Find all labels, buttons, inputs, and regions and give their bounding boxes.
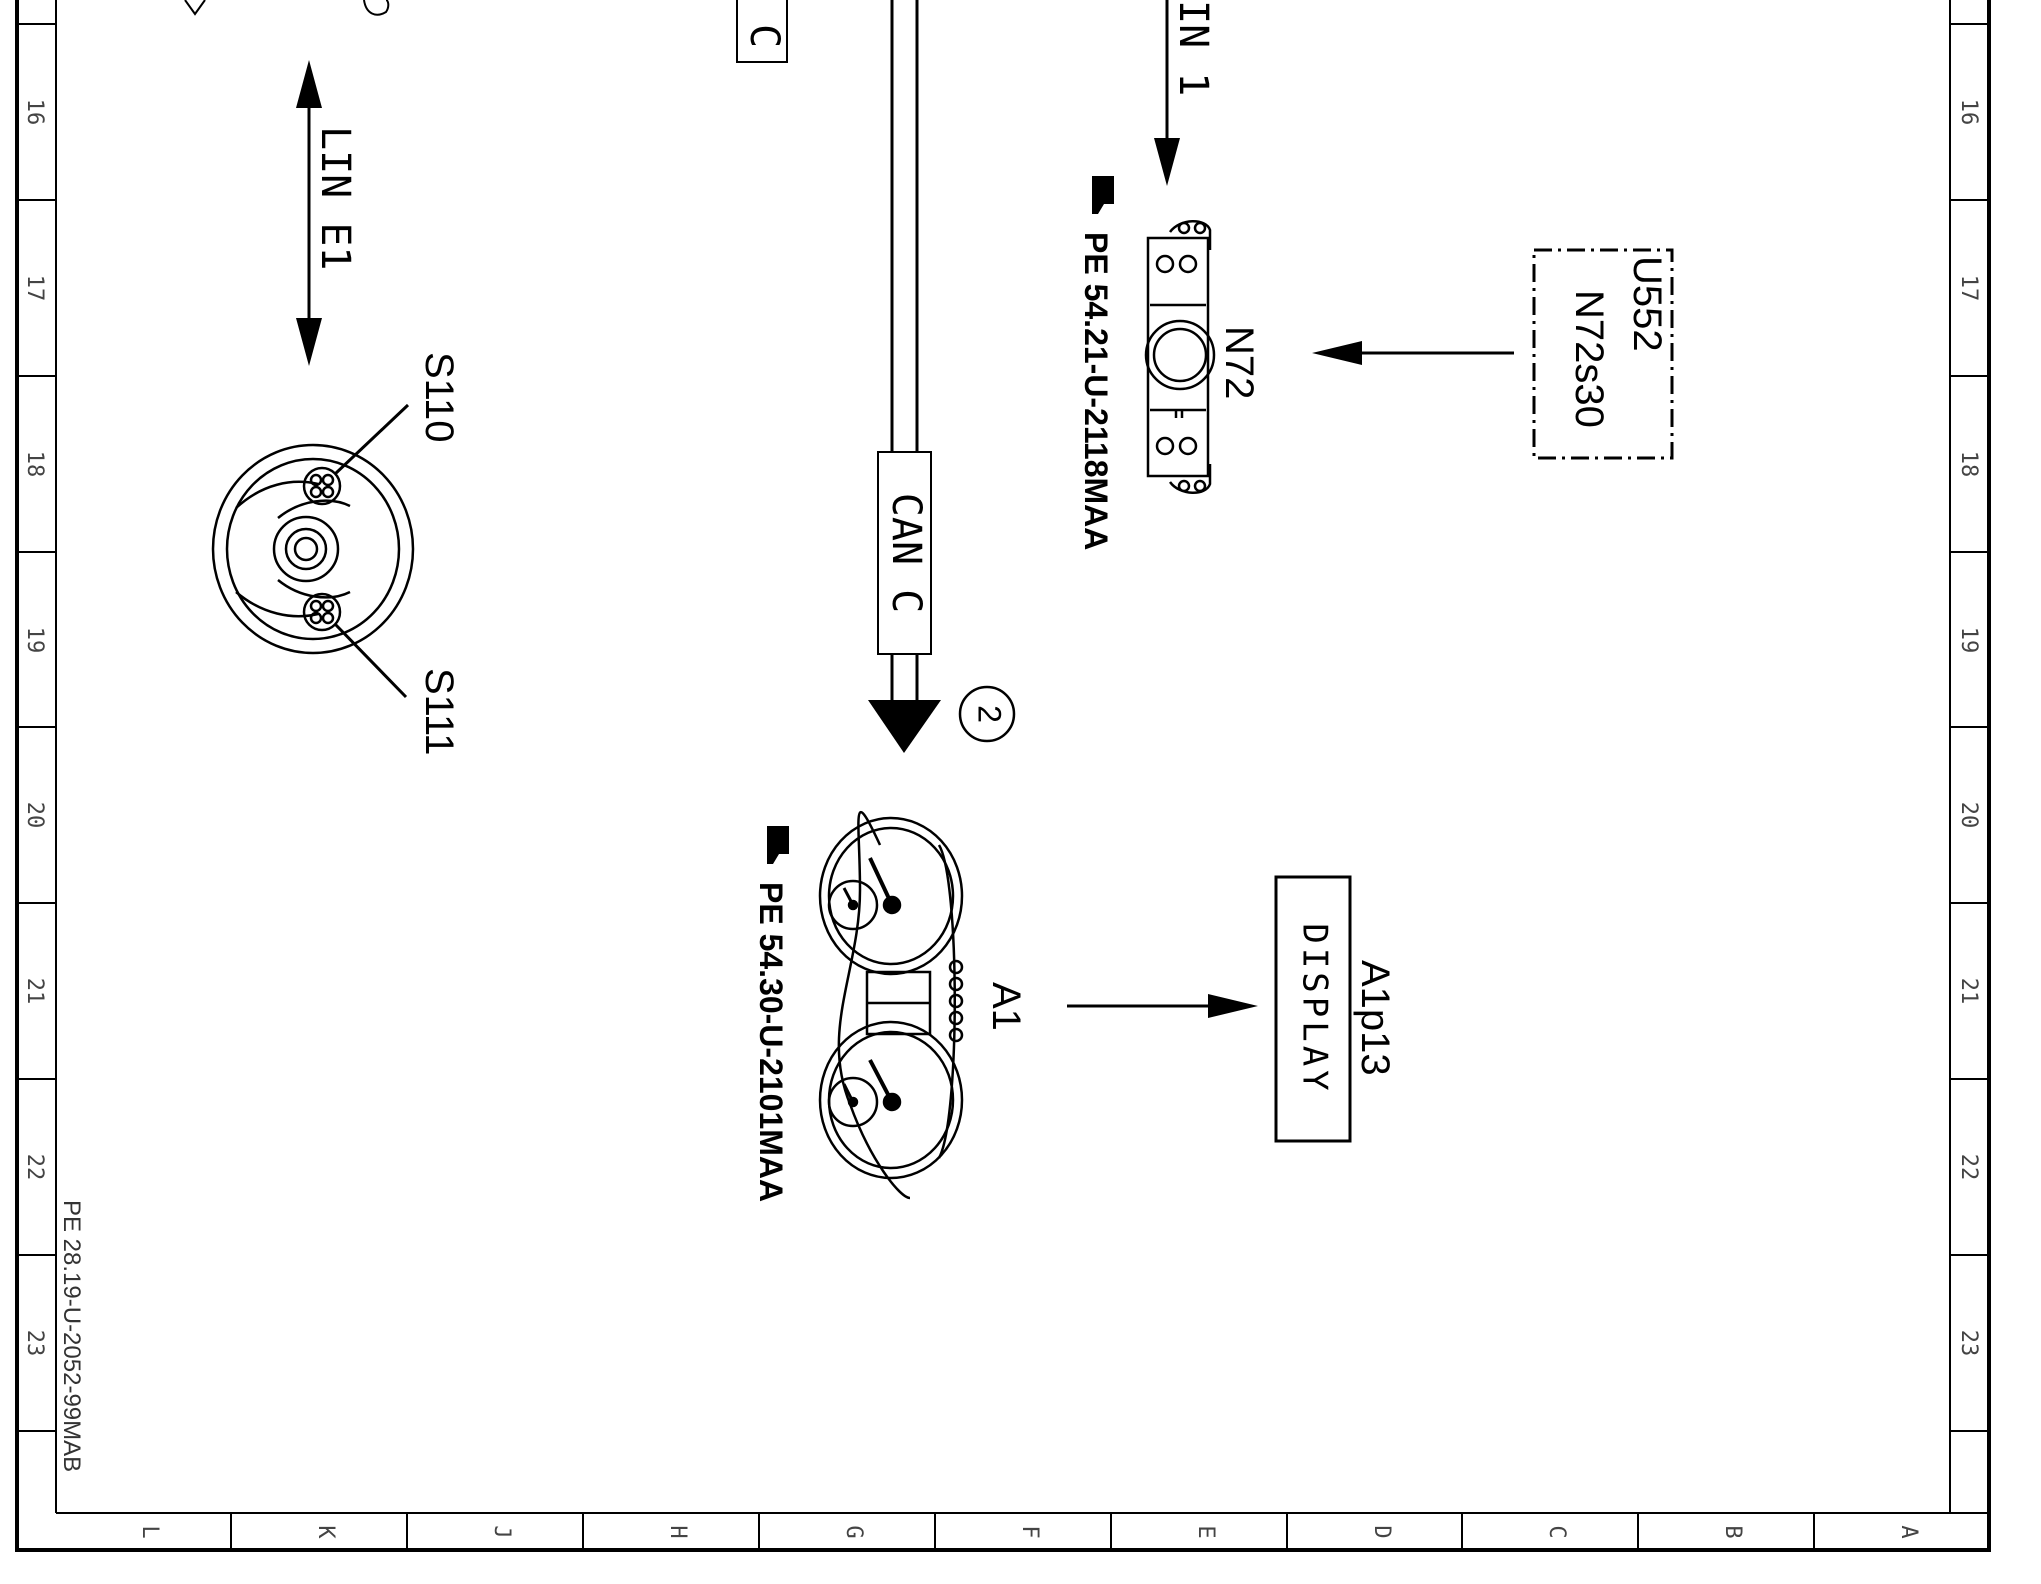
a1-instrument-cluster <box>818 810 964 1200</box>
drawing-frame <box>15 0 1991 1552</box>
column-labels: L K J H G F E D C B A <box>137 1525 1921 1539</box>
s111-label: S111 <box>417 668 461 755</box>
display-label: DISPLAY <box>1295 923 1335 1094</box>
s110-label: S110 <box>417 352 461 442</box>
n72s30-label: N72s30 <box>1567 290 1611 428</box>
pointing-hand-icon <box>1092 176 1114 214</box>
row-label: 17 <box>1956 275 1981 302</box>
row-label: 21 <box>22 978 47 1005</box>
document-reference: PE 28.19-U-2052-99MAB <box>58 1200 85 1472</box>
row-label: 20 <box>1956 802 1981 829</box>
row-label: 18 <box>1956 451 1981 478</box>
row-ticks <box>17 23 1989 1432</box>
row-label: 22 <box>22 1154 47 1181</box>
n72-reference: PE 54.21-U-2118MAA <box>1078 176 1114 550</box>
n72-label: N72 <box>1217 326 1261 399</box>
can-c-label: CAN C <box>883 493 929 613</box>
circle-reference-label: 2 <box>972 705 1008 723</box>
row-label: 16 <box>1956 99 1981 126</box>
column-ticks <box>230 1513 1815 1550</box>
row-label: 20 <box>22 802 47 829</box>
row-label: 16 <box>22 99 47 126</box>
row-label: 23 <box>22 1330 47 1357</box>
lin-e1-label: LIN E1 <box>312 126 358 271</box>
row-label: 19 <box>1956 627 1981 654</box>
lin-1-partial-label: IN 1 <box>1170 0 1216 96</box>
row-label: 21 <box>1956 978 1981 1005</box>
n72-reference-label: PE 54.21-U-2118MAA <box>1078 232 1114 550</box>
row-labels-right: 16 17 18 19 20 21 22 23 <box>1956 99 1981 1357</box>
row-labels-left: 16 17 18 19 20 21 22 23 <box>22 99 47 1357</box>
u552-label: U552 <box>1625 256 1669 352</box>
row-label: 17 <box>22 275 47 302</box>
a1p13-label: A1p13 <box>1353 960 1397 1076</box>
u552-to-n72-arrow <box>1312 341 1514 365</box>
column-label: B <box>1720 1525 1745 1538</box>
row-label: 23 <box>1956 1330 1981 1357</box>
column-label: J <box>489 1525 514 1538</box>
row-label: 19 <box>22 627 47 654</box>
a1-reference: PE 54.30-U-2101MAA <box>753 826 789 1202</box>
pointing-hand-icon <box>767 826 789 864</box>
column-label: A <box>1896 1525 1921 1538</box>
a1-label: A1 <box>984 982 1028 1031</box>
a1p13-display: DISPLAY A1p13 <box>1274 875 1397 1143</box>
can-c-bus: CAN C <box>868 0 941 753</box>
column-label: E <box>1193 1525 1218 1538</box>
u552-virtual-box: U552 N72s30 <box>1532 248 1674 460</box>
circle-reference-2: 2 <box>958 685 1016 743</box>
column-label: K <box>313 1525 338 1539</box>
s110-leader <box>333 403 410 476</box>
a1-to-a1p13-arrow <box>1067 994 1258 1018</box>
can-c-partial-label: C <box>741 24 787 48</box>
lin-e1-bus: LIN E1 <box>296 60 358 366</box>
steering-wheel <box>211 443 415 655</box>
s111-leader <box>333 622 408 699</box>
column-label: H <box>665 1525 690 1538</box>
partial-fragment-top-left <box>184 0 390 16</box>
lin-1-bus: IN 1 <box>1154 0 1216 186</box>
row-label: 18 <box>22 451 47 478</box>
column-label: L <box>137 1525 162 1538</box>
column-label: F <box>1017 1525 1042 1538</box>
column-label: G <box>841 1525 866 1538</box>
column-label: D <box>1369 1525 1394 1538</box>
n72-switch-panel <box>1144 220 1216 494</box>
column-label: C <box>1544 1525 1569 1538</box>
a1-reference-label: PE 54.30-U-2101MAA <box>753 882 789 1202</box>
can-c-partial-box: C <box>736 0 788 63</box>
row-label: 22 <box>1956 1154 1981 1181</box>
